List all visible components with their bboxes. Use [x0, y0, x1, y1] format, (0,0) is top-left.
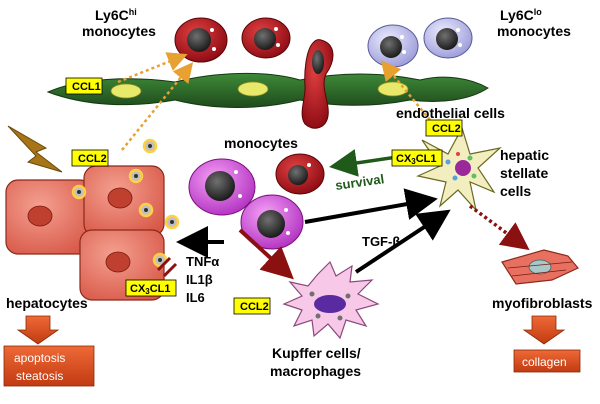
tag-ccl2-bottom: CCL2 [233, 297, 271, 315]
label-ly6c-hi: Ly6Chi [95, 7, 137, 23]
monocyte-lo-top-1 [367, 24, 419, 68]
label-stellate: stellate [500, 165, 548, 181]
label-il6: IL6 [186, 290, 205, 305]
lightning-icon [7, 125, 63, 173]
label-tnfa: TNFα [186, 254, 219, 269]
outcome-apoptosis: apoptosis [14, 351, 65, 365]
apoptotic-body-dots [77, 144, 174, 262]
tag-cx3cl1-right: CX3CL1 [391, 149, 443, 167]
label-ly6c-lo: Ly6Clo [500, 7, 542, 23]
outcome-collagen: collagen [522, 355, 567, 369]
svg-text:CCL2: CCL2 [78, 153, 107, 165]
arrow-ccl2-right-recruit [380, 60, 431, 121]
svg-text:CCL2: CCL2 [240, 301, 269, 313]
monocyte-magenta-lower [240, 194, 304, 250]
outcome-collagen-box: collagen [513, 349, 581, 373]
monocyte-hi-top-1 [174, 17, 228, 63]
outcome-steatosis: steatosis [16, 369, 63, 383]
label-survival: survival [334, 171, 385, 193]
tag-cx3cl1-left: CX3CL1 [125, 279, 177, 297]
label-hepatic: hepatic [500, 147, 549, 163]
svg-text:CX3CL1: CX3CL1 [130, 283, 171, 296]
arrow-differentiation [238, 228, 294, 280]
label-tgfb: TGF-β [362, 234, 400, 249]
hepatocyte-cluster [5, 165, 165, 301]
svg-text:CX3CL1: CX3CL1 [396, 153, 437, 166]
myofibroblast [501, 249, 579, 285]
label-monocytes-hi: monocytes [82, 23, 156, 39]
outcome-apoptosis-steatosis: apoptosis steatosis [3, 345, 95, 387]
label-monocytes-lo: monocytes [497, 23, 571, 39]
arrow-tgfb [354, 209, 451, 274]
label-il1b: IL1β [186, 272, 213, 287]
monocyte-lo-top-2 [423, 17, 473, 59]
inhibition-marker [156, 256, 178, 278]
arrow-transdifferentiation [468, 204, 530, 251]
hepatic-stellate-cell [416, 126, 503, 213]
label-kupffer-1: Kupffer cells/ [272, 345, 361, 361]
tag-ccl2-left: CCL2 [71, 149, 109, 167]
monocyte-red-center [275, 153, 325, 195]
arrow-down-apoptosis [16, 315, 60, 345]
label-monocytes-center: monocytes [224, 135, 298, 151]
svg-text:CCL1: CCL1 [72, 81, 101, 93]
svg-text:CCL2: CCL2 [432, 123, 461, 135]
label-hepatocytes: hepatocytes [6, 295, 88, 311]
endothelial-layer [46, 72, 489, 108]
arrow-ccl1-recruit [117, 52, 188, 84]
label-kupffer-2: macrophages [270, 363, 361, 379]
label-cells: cells [500, 183, 531, 199]
arrow-ccl2-left-recruit [121, 62, 194, 151]
tag-ccl2-right: CCL2 [425, 119, 463, 137]
tag-ccl1: CCL1 [65, 77, 103, 95]
transmigrating-monocyte [301, 39, 334, 129]
kupffer-cell [282, 260, 380, 340]
monocyte-hi-top-2 [241, 17, 291, 59]
label-endothelial-cells: endothelial cells [396, 105, 505, 121]
monocyte-magenta-upper [188, 158, 256, 216]
arrow-down-collagen [522, 315, 566, 345]
label-myofibroblasts: myofibroblasts [492, 295, 593, 311]
arrow-monocytes-to-stellate [304, 188, 438, 224]
